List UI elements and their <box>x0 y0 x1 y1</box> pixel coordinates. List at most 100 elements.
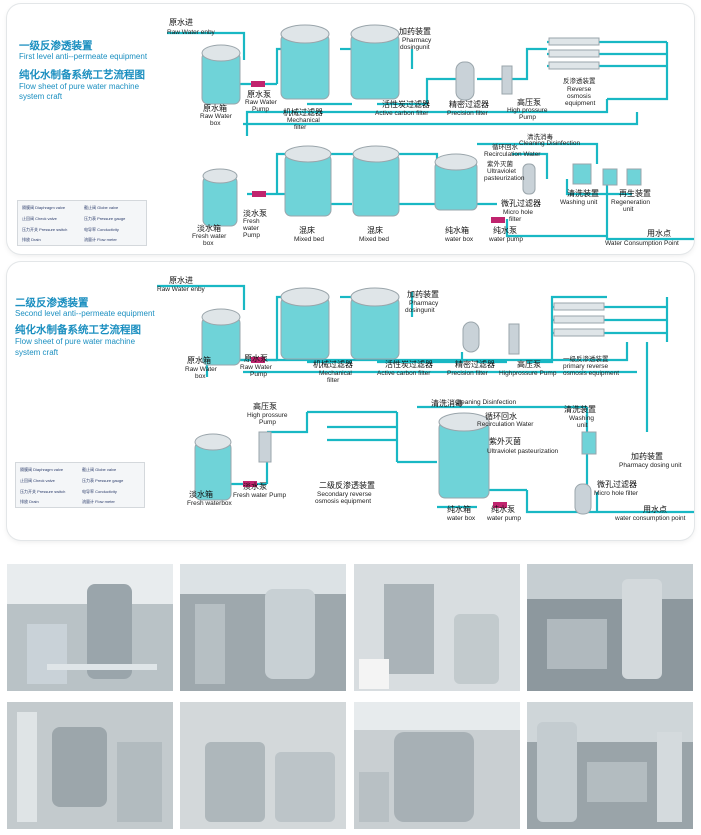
p1-recirc-cn: 循环回水 <box>492 144 518 151</box>
flow-diagram-panel-2: 二级反渗透装置 Second level anti--permeate equi… <box>7 262 694 540</box>
p2-raw-in-cn: 原水进 <box>169 276 193 285</box>
p1-fresh-pump-en3: Pump <box>243 232 260 239</box>
equipment-photo-6 <box>180 702 346 829</box>
equipment-photo-7 <box>354 702 520 829</box>
p2-uv-en: Ultraviolet pasteurization <box>487 448 559 455</box>
p2-pharm-en1: Pharmacy <box>409 300 439 307</box>
p2-hp2-en1: High prossure <box>247 412 288 419</box>
p2-wash-en2: unit <box>577 422 588 429</box>
p2-fresh-pump-en: Fresh water Pump <box>233 492 287 499</box>
equipment-photo-5 <box>7 702 173 829</box>
p2-wash-en: Washing <box>569 415 595 422</box>
p1-fresh-box-en1: Fresh water <box>192 233 227 240</box>
legend2-r1b: 截止阀 Globe valve <box>82 467 117 472</box>
p2-raw-pump-cn: 原水泵 <box>244 354 268 363</box>
diagram-2-pipes <box>157 284 694 515</box>
legend2-r4a: 排放 Drain <box>20 499 39 504</box>
p2-raw-pump-en1: Raw Water <box>240 364 272 371</box>
p1-uv-en2: pasteurization <box>484 175 525 182</box>
p1-wash-cn: 清洗装置 <box>567 189 599 198</box>
p2-wash-cn: 清洗装置 <box>564 405 596 414</box>
panel2-title-en: Second level anti--permeate equipment <box>15 309 155 318</box>
p1-raw-pump-cn: 原水泵 <box>247 90 271 99</box>
equipment-photo-4 <box>527 564 693 691</box>
tank-shapes <box>201 24 642 227</box>
panel1-subtitle-en1: Flow sheet of pure water machine <box>19 82 140 91</box>
p1-raw-in-en: Raw Water enby <box>167 29 215 36</box>
p1-hp-en2: Pump <box>519 114 536 121</box>
legend-r2b: 压力表 Pressure gauge <box>84 216 126 221</box>
p1-ro-cn: 反渗透装置 <box>563 78 596 85</box>
p1-fresh-pump-en2: water <box>243 225 259 232</box>
p1-uv-en1: Ultraviolet <box>487 168 516 175</box>
p2-pure-pump-cn: 纯水泵 <box>491 505 515 514</box>
p1-carbon-cn: 活性炭过滤器 <box>382 100 430 109</box>
p2-clean-en: Cleaning Disinfection <box>455 399 517 406</box>
p2-raw-in-en: Raw Water enby <box>157 286 205 293</box>
equipment-photo-8 <box>527 702 693 829</box>
p1-raw-box-cn: 原水箱 <box>203 104 227 113</box>
p1-mixed2-cn: 混床 <box>367 226 383 235</box>
p1-regen-en2: unit <box>623 206 634 213</box>
legend2-r3a: 压力开关 Pressure switch <box>20 489 66 494</box>
p1-mech-cn: 机械过滤器 <box>283 108 323 117</box>
p1-hp-cn: 高压泵 <box>517 98 541 107</box>
p2-pharm2-en: Pharmacy dosing unit <box>619 462 682 469</box>
diagram-1-pipes <box>167 24 694 241</box>
p2-recirc-cn: 循环回水 <box>485 412 517 421</box>
p1-pure-pump-en: water pump <box>489 236 523 243</box>
p2-prec-en: Precision filter <box>447 370 488 377</box>
p1-raw-pump-en2: Pump <box>252 106 269 113</box>
p1-pharm-en1: Pharmacy <box>402 37 432 44</box>
p1-raw-in-cn: 原水进 <box>169 18 193 27</box>
p1-use-cn: 用水点 <box>647 229 671 238</box>
legend-r1b: 截止阀 Globe valve <box>84 205 119 210</box>
p1-mixed1-cn: 混床 <box>299 226 315 235</box>
p2-fresh-box-en: Fresh waterbox <box>187 500 232 507</box>
p1-ro-en1: Reverse <box>567 86 592 93</box>
panel2-subtitle-en1: Flow sheet of pure water machine <box>15 337 136 346</box>
legend2-r2b: 压力表 Pressure gauge <box>82 478 124 483</box>
tank-shapes-2 <box>194 287 605 515</box>
p1-clean-cn: 清洗消毒 <box>527 134 553 141</box>
p1-fresh-pump-cn: 淡水泵 <box>243 209 267 218</box>
p2-carbon-cn: 活性炭过滤器 <box>385 360 433 369</box>
p2-raw-box-en2: box <box>195 373 206 380</box>
legend2-r4b: 流量计 Flow meter <box>82 499 115 504</box>
p1-raw-pump-en1: Raw Water <box>245 99 277 106</box>
p1-mech-en1: Mechanical <box>287 117 320 124</box>
p2-primary-ro-en2: osmosis equipment <box>563 370 619 377</box>
p1-raw-box-en2: box <box>210 120 221 127</box>
p1-prec-cn: 精密过滤器 <box>449 100 489 109</box>
p1-fresh-box-en2: box <box>203 240 214 247</box>
p1-micro-cn: 微孔过滤器 <box>501 199 541 208</box>
p1-clean-en: Cleaning Disinfection <box>519 140 581 147</box>
legend2-r2a: 止回阀 Check valve <box>20 478 55 483</box>
legend-r4b: 流量计 Flow meter <box>84 237 117 242</box>
p1-uv-cn: 紫外灭菌 <box>487 161 513 168</box>
p1-ro-en3: equipment <box>565 100 596 107</box>
equipment-photo-3 <box>354 564 520 691</box>
p2-primary-ro-cn: 一级反渗透装置 <box>563 356 609 363</box>
legend2-r1a: 隔膜阀 Diaphragm valve <box>20 467 64 472</box>
p1-fresh-box-cn: 淡水箱 <box>197 224 221 233</box>
p2-second-ro-en1: Secondary reverse <box>317 491 372 498</box>
p2-clean-cn: 清洗消毒 <box>431 399 463 408</box>
p2-fresh-box-cn: 淡水箱 <box>189 490 213 499</box>
panel1-subtitle-en2: system craft <box>19 92 63 101</box>
p2-pharm-en2: dosingunit <box>405 307 435 314</box>
p1-pharm-en2: dosingunit <box>400 44 430 51</box>
p2-pure-pump-en: water pump <box>487 515 521 522</box>
legend2-r3b: 电导率 Conductivity <box>82 489 117 494</box>
equipment-photo-1 <box>7 564 173 691</box>
panel2-title-cn: 二级反渗透装置 <box>15 297 89 309</box>
legend-r4a: 排放 Drain <box>22 237 41 242</box>
equipment-photo-2 <box>180 564 346 691</box>
panel1-title-cn: 一级反渗透装置 <box>19 40 93 52</box>
p2-mech-en2: filter <box>327 377 340 384</box>
p1-carbon-en: Active carbon filter <box>375 110 429 117</box>
panel1-subtitle-cn: 纯化水制备系统工艺流程图 <box>19 69 145 81</box>
p2-hp-en: Highprossure Pump <box>499 370 557 377</box>
p1-ro-en2: osmosis <box>567 93 591 100</box>
